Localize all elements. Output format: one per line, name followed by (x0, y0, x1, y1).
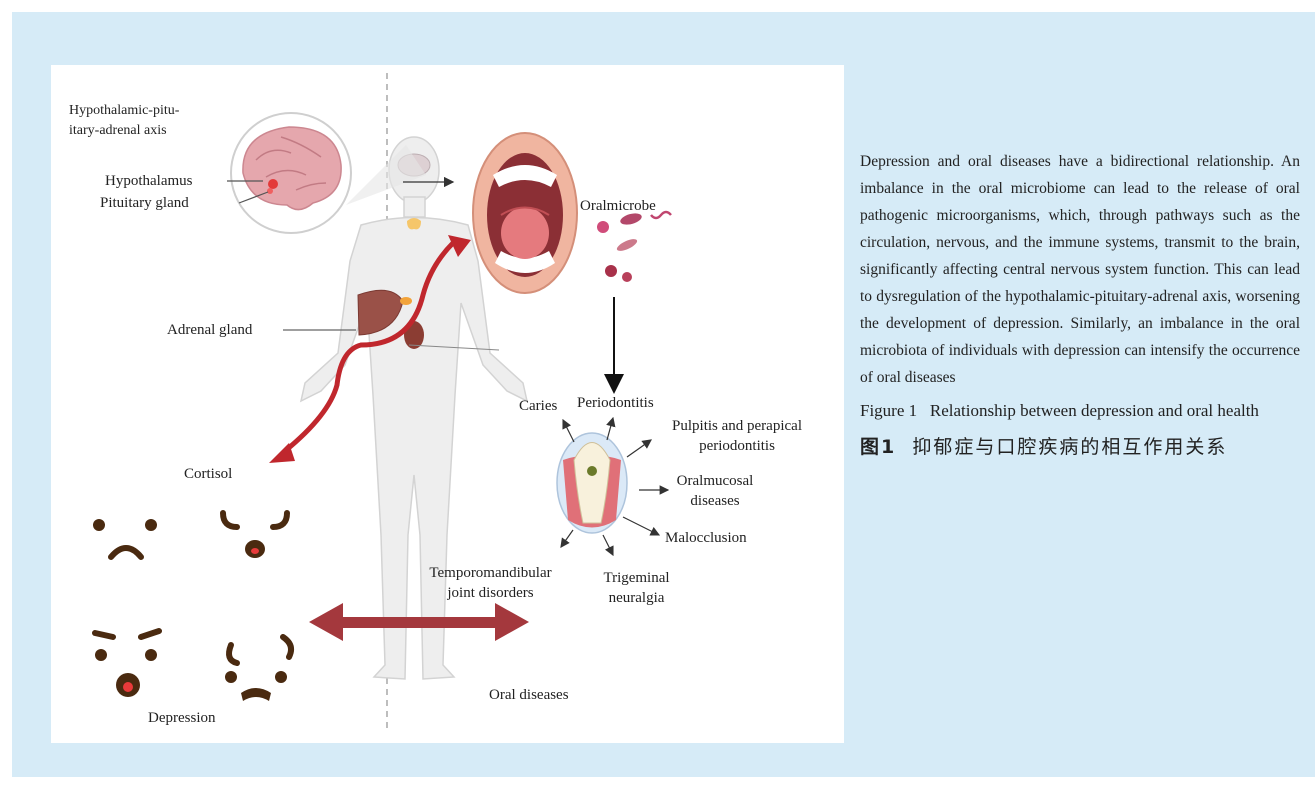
figure-illustration: Hypothalamic-pitu- itary-adrenal axis Hy… (51, 65, 844, 743)
figure-title-zh: 图1 抑郁症与口腔疾病的相互作用关系 (860, 433, 1300, 461)
label-periodontitis: Periodontitis (577, 393, 654, 413)
brain-magnifier-icon (227, 113, 426, 233)
label-pulpitis: Pulpitis and perapical periodontitis (649, 416, 825, 456)
caption-body: Depression and oral diseases have a bidi… (860, 148, 1300, 391)
tooth-icon (557, 433, 627, 533)
microbe-icons (597, 211, 671, 282)
label-hpa-axis: Hypothalamic-pitu- itary-adrenal axis (69, 101, 179, 141)
figure-title-text-en: Relationship between depression and oral… (930, 401, 1259, 420)
label-pituitary-gland: Pituitary gland (100, 193, 189, 213)
thyroid-icon (407, 218, 421, 229)
figure-label-en: Figure 1 (860, 401, 917, 420)
label-adrenal-gland: Adrenal gland (167, 320, 252, 340)
figure-title-text-zh: 抑郁症与口腔疾病的相互作用关系 (912, 436, 1227, 458)
label-oralmicrobe: Oralmicrobe (580, 196, 656, 216)
label-oralmucosal-diseases: Oralmucosal diseases (665, 471, 765, 511)
figure-label-zh: 图1 (860, 436, 896, 458)
depression-faces (93, 513, 291, 701)
label-trigeminal-neuralgia: Trigeminal neuralgia (589, 568, 684, 608)
label-oral-diseases: Oral diseases (489, 685, 569, 705)
label-cortisol: Cortisol (184, 464, 232, 484)
figure-title-en: Figure 1 Relationship between depression… (860, 397, 1300, 425)
double-arrow (309, 603, 529, 641)
figure-caption: Depression and oral diseases have a bidi… (860, 148, 1300, 461)
open-mouth-icon (473, 133, 577, 293)
label-caries: Caries (519, 396, 557, 416)
label-depression: Depression (148, 708, 216, 728)
label-hypothalamus: Hypothalamus (105, 171, 193, 191)
figure-drawing (51, 65, 844, 743)
label-malocclusion: Malocclusion (665, 528, 747, 548)
label-tmj-disorders: Temporomandibular joint disorders (423, 563, 558, 603)
